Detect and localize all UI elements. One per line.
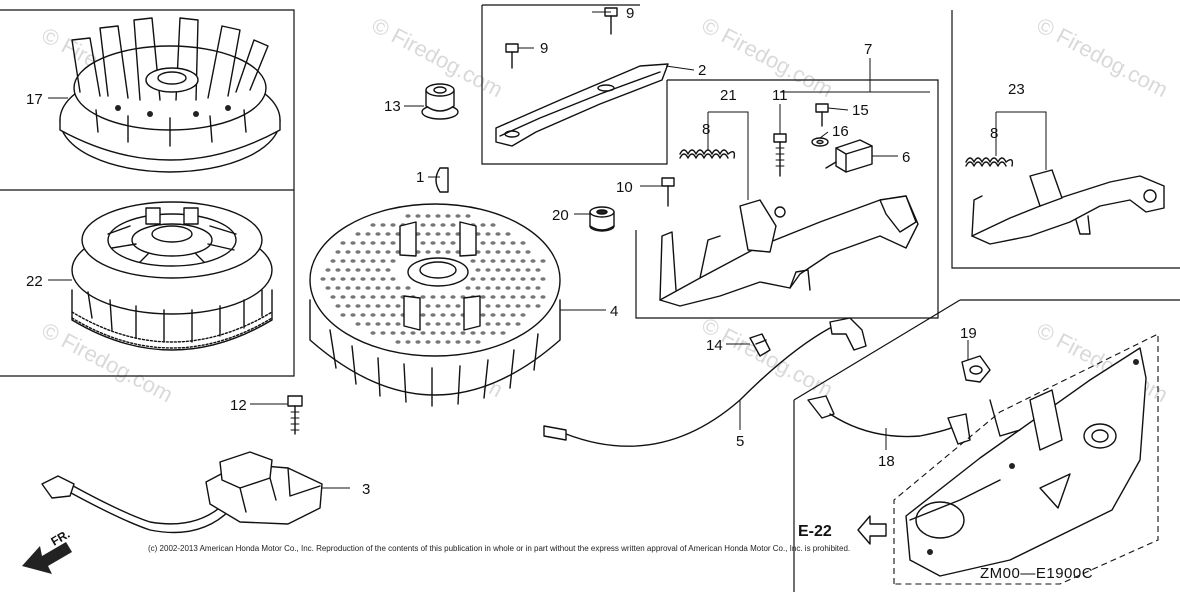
bracket-23 <box>971 169 1165 245</box>
callouts: 17 22 13 1 20 4 9 9 2 10 21 8 11 7 15 16… <box>26 5 1025 498</box>
springs <box>679 149 1014 167</box>
callout-6: 6 <box>902 149 910 166</box>
fr-marker: FR. <box>22 527 72 574</box>
callout-8-left: 8 <box>702 121 710 138</box>
callout-8-right: 8 <box>990 125 998 142</box>
callout-10: 10 <box>616 179 633 196</box>
bracket-7 <box>659 195 919 307</box>
frames <box>0 4 1180 592</box>
grommet-20 <box>589 206 615 232</box>
flywheel-17 <box>59 17 281 173</box>
callout-11: 11 <box>772 87 788 104</box>
watermark: © Firedog.com <box>698 12 837 102</box>
callout-18: 18 <box>878 453 895 470</box>
section-ref-arrow-icon <box>857 515 887 545</box>
switch-6 <box>825 139 873 173</box>
clamp-19 <box>961 355 991 383</box>
callout-7: 7 <box>864 41 872 58</box>
watermark: © Firedog.com <box>698 312 837 402</box>
flywheel-22 <box>71 201 273 351</box>
key-1 <box>435 167 449 193</box>
fr-label: FR. <box>49 527 73 549</box>
watermark: © Firedog.com <box>1033 12 1172 102</box>
diagram-code: ZM00—E1900C <box>980 565 1093 582</box>
section-ref-label: E-22 <box>798 523 832 540</box>
callout-21: 21 <box>720 87 737 104</box>
clip-14 <box>749 333 771 357</box>
callout-14: 14 <box>706 337 723 354</box>
callout-16: 16 <box>832 123 849 140</box>
callout-20: 20 <box>552 207 569 224</box>
copyright-text: (c) 2002-2013 American Honda Motor Co., … <box>148 544 850 553</box>
callout-3: 3 <box>362 481 370 498</box>
flywheel-4 <box>309 203 561 407</box>
wire-18 <box>807 395 971 445</box>
callout-5: 5 <box>736 433 744 450</box>
callout-22: 22 <box>26 273 43 290</box>
section-reference[interactable]: E-22 <box>798 515 887 545</box>
callout-1: 1 <box>416 169 424 186</box>
wire-5 <box>543 317 867 447</box>
callout-9-top: 9 <box>626 5 634 22</box>
callout-13: 13 <box>384 98 401 115</box>
nut-13 <box>421 83 459 120</box>
callout-4: 4 <box>610 303 618 320</box>
callout-2: 2 <box>698 62 706 79</box>
callout-15: 15 <box>852 102 869 119</box>
callout-9-left: 9 <box>540 40 548 57</box>
coil-3 <box>41 451 323 534</box>
callout-17: 17 <box>26 91 43 108</box>
washer-16 <box>811 137 829 147</box>
callout-23: 23 <box>1008 81 1025 98</box>
leader-lines <box>48 11 1047 489</box>
callout-12: 12 <box>230 397 247 414</box>
callout-19: 19 <box>960 325 977 342</box>
control-plate <box>893 333 1159 585</box>
plate-2 <box>495 63 669 147</box>
